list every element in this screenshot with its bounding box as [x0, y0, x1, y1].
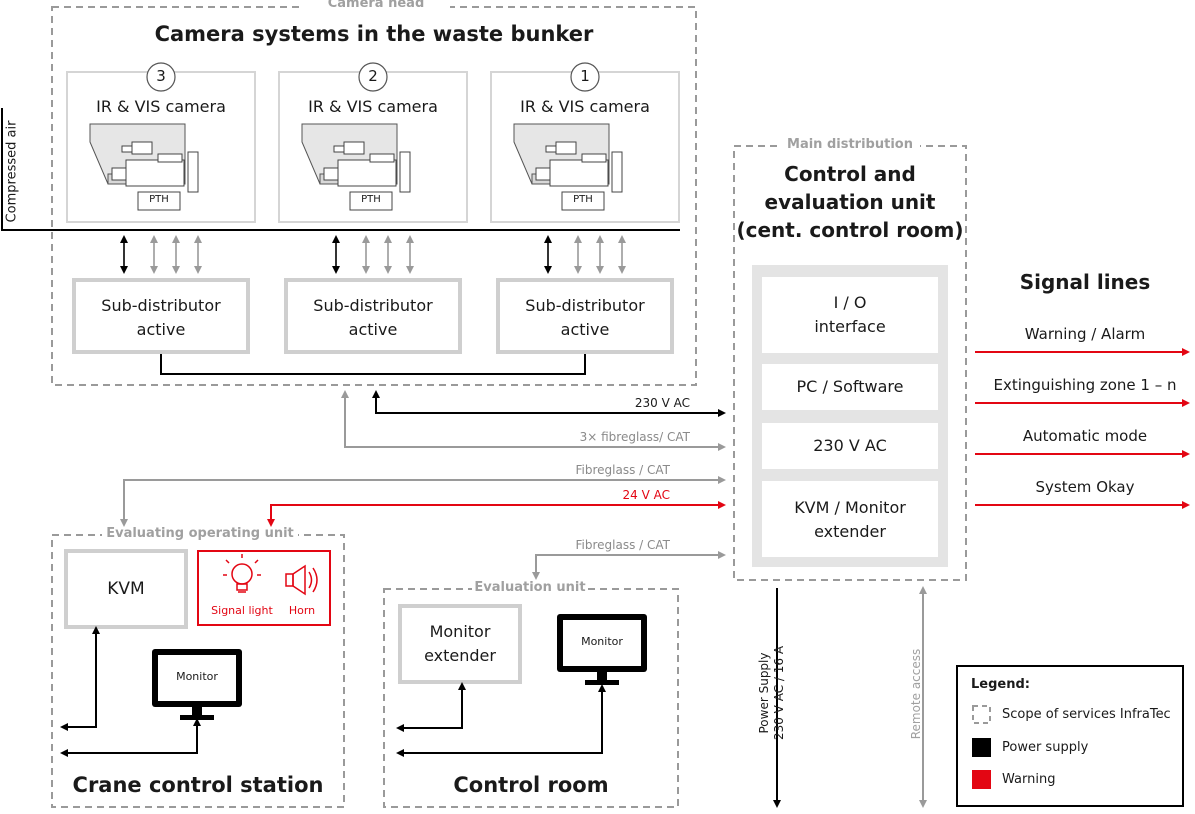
power-24-label: 24 V AC — [622, 488, 670, 502]
signal-warning-label: Warning / Alarm — [1024, 325, 1146, 343]
compressed-air-line — [1, 108, 680, 231]
control-room-monitor-icon — [557, 614, 647, 685]
crane-monitor-icon — [152, 649, 242, 720]
horn-label: Horn — [288, 604, 316, 617]
signal-lines-title: Signal lines — [1019, 270, 1151, 294]
legend-scope-label: Scope of services InfraTec — [1002, 707, 1171, 722]
camera-number-circle-1 — [570, 62, 600, 92]
signal-light-icon — [223, 554, 261, 593]
monitor-extender-box — [398, 604, 522, 684]
signal-light-label: Signal light — [211, 604, 273, 617]
camera-label-3: IR & VIS camera — [96, 97, 226, 116]
camera-number-circle-2 — [358, 62, 388, 92]
module-pc — [762, 364, 938, 410]
camera-number-1: 1 — [580, 67, 590, 85]
kvm-box — [64, 549, 188, 629]
red-square-icon — [972, 770, 991, 789]
line-fibre-crane — [120, 476, 726, 527]
sub-distributor-box-1 — [496, 278, 674, 354]
warning-devices-box — [197, 550, 331, 626]
signal-okay-label: System Okay — [1035, 478, 1135, 496]
kvm-label: KVM — [107, 579, 145, 599]
power-supply-label: Power Supply 230 V AC / 16 A — [757, 645, 786, 741]
camera-number-2: 2 — [368, 67, 378, 85]
module-kvm — [762, 481, 938, 557]
remote-access-label: Remote access — [909, 648, 923, 740]
power-230-label: 230 V AC — [634, 396, 690, 410]
fibre-control-label: Fibreglass / CAT — [575, 538, 671, 552]
sub-distributor-box-3 — [72, 278, 250, 354]
legend-title: Legend: — [971, 677, 1030, 692]
camera-head-frame — [51, 6, 697, 386]
signal-automatic-label: Automatic mode — [1022, 427, 1148, 445]
pth-label-3: PTH — [149, 194, 169, 205]
line-24v — [267, 501, 726, 527]
legend-box — [956, 665, 1184, 807]
evaluation-unit-scope-label: Evaluation unit — [474, 580, 586, 595]
control-room-title: Control room — [453, 773, 609, 797]
legend-warning-label: Warning — [1002, 772, 1056, 787]
legend-power-label: Power supply — [1002, 740, 1089, 755]
control-unit-title: Control and evaluation unit (cent. contr… — [736, 162, 964, 242]
control-room-monitor-label: Monitor — [581, 635, 623, 648]
main-distribution-scope-label: Main distribution — [787, 137, 913, 152]
fibre-crane-label: Fibreglass / CAT — [575, 463, 671, 477]
main-distribution-frame — [733, 145, 967, 581]
module-230 — [762, 423, 938, 469]
module-pc-label: PC / Software — [796, 377, 904, 396]
fibre-3x-label: 3× fibreglass/ CAT — [579, 430, 690, 444]
crane-monitor-label: Monitor — [176, 670, 218, 683]
line-fibre-3x — [341, 390, 726, 451]
module-230-label: 230 V AC — [813, 436, 887, 455]
black-square-icon — [972, 738, 991, 757]
camera-number-3: 3 — [156, 67, 166, 85]
camera-head-scope-label: Camera head — [327, 0, 425, 11]
operating-unit-scope-label: Evaluating operating unit — [106, 526, 294, 541]
module-io — [762, 277, 938, 353]
camera-number-circle-3 — [146, 62, 176, 92]
horn-icon — [285, 564, 318, 596]
camera-label-1: IR & VIS camera — [520, 97, 650, 116]
sub-distributor-bus — [160, 354, 586, 375]
camera-head-title: Camera systems in the waste bunker — [154, 22, 594, 46]
signal-extinguishing-label: Extinguishing zone 1 – n — [993, 376, 1177, 394]
crane-station-title: Crane control station — [72, 773, 324, 797]
pth-label-1: PTH — [573, 194, 593, 205]
sub-distributor-box-2 — [284, 278, 462, 354]
pth-label-2: PTH — [361, 194, 381, 205]
camera-label-2: IR & VIS camera — [308, 97, 438, 116]
line-fibre-control — [532, 551, 726, 580]
compressed-air-label: Compressed air — [4, 120, 20, 223]
